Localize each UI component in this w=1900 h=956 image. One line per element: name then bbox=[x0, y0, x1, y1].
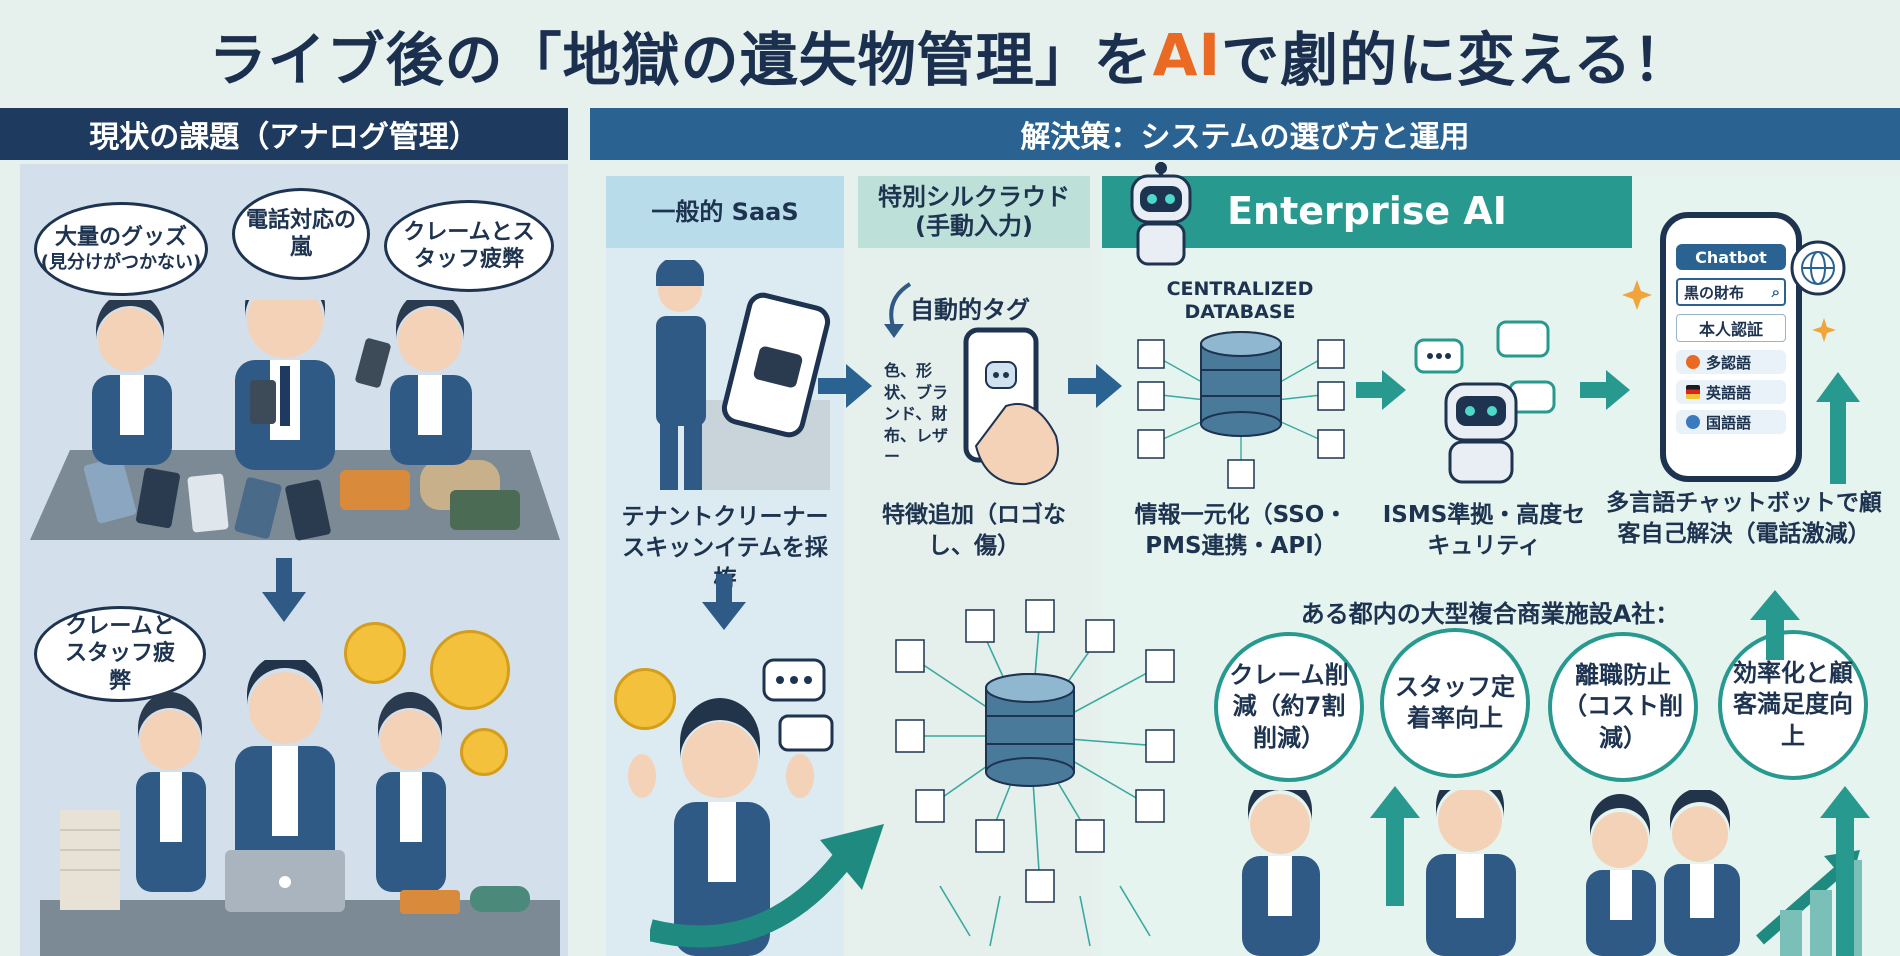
arrow-right-icon bbox=[818, 364, 872, 408]
hotel-network-diagram bbox=[895, 599, 1175, 947]
lang-option-2-label: 英語語 bbox=[1706, 383, 1752, 402]
security-caption: ISMS準拠・高度セキュリティ bbox=[1382, 502, 1586, 560]
smiley-icon bbox=[460, 728, 508, 776]
centralized-database-diagram bbox=[1137, 331, 1345, 489]
result-efficiency: 効率化と顧客満足度向上 bbox=[1718, 630, 1868, 780]
left-section-header: 現状の課題（アナログ管理） bbox=[0, 108, 568, 160]
sparkle-icon bbox=[1622, 280, 1652, 310]
cloud-title-line2: (手動入力) bbox=[915, 212, 1033, 240]
result-turnover-prevention: 離職防止（コスト削減） bbox=[1548, 632, 1698, 782]
calm-staff-illustration bbox=[40, 660, 560, 956]
auto-tag-label: 自動的タグ bbox=[910, 296, 1030, 324]
db-caption: 情報一元化（SSO・PMS連携・API） bbox=[1134, 502, 1348, 560]
lang-option-2[interactable]: 英語語 bbox=[1676, 380, 1786, 404]
smiley-icon bbox=[430, 630, 510, 710]
result-claim-reduction: クレーム削減（約7割削減） bbox=[1214, 632, 1364, 782]
phone-tagging-illustration bbox=[963, 327, 1059, 486]
chatbot-header: Chatbot bbox=[1676, 244, 1786, 270]
title-ai: AI bbox=[1152, 21, 1222, 89]
lang-option-3-label: 国語語 bbox=[1706, 413, 1752, 432]
bubble-claim-bottom: クレームとスタッフ疲弊 bbox=[34, 606, 206, 702]
tag-list: 色、形状、ブランド、財布、レザー bbox=[884, 361, 949, 467]
up-arrow-icon bbox=[1816, 372, 1860, 484]
saas-title: 一般的 SaaS bbox=[606, 176, 844, 248]
title-post: で劇的に変える！ bbox=[1221, 26, 1692, 94]
cloud-title-line1: 特別シルクラウド bbox=[878, 183, 1070, 212]
up-arrow-icon bbox=[1820, 786, 1870, 956]
bubble-goods-sub: (見分けがつかない) bbox=[40, 251, 202, 273]
bubble-goods-main: 大量のグッズ bbox=[54, 225, 187, 250]
chatbot-caption: 多言語チャットボットで顧客自己解決（電話激減） bbox=[1606, 490, 1882, 548]
arrow-right-icon bbox=[1068, 364, 1122, 408]
bubble-phone: 電話対応の嵐 bbox=[232, 188, 370, 280]
saas-down-arrow bbox=[702, 574, 746, 630]
saas-caption: テナントクリーナースキッンイテムを採栫 bbox=[621, 504, 829, 592]
happy-staff-illustration bbox=[628, 658, 834, 956]
lang-option-3[interactable]: 国語語 bbox=[1676, 410, 1786, 434]
flag-icon bbox=[1686, 385, 1700, 399]
bubble-claim-top: クレームとスタッフ疲弊 bbox=[384, 200, 554, 292]
lang-option-1-label: 多認語 bbox=[1706, 353, 1752, 372]
case-title: ある都内の大型複合商業施設A社： bbox=[1300, 600, 1680, 628]
chatbot-search-value: 黒の財布 bbox=[1684, 283, 1745, 302]
left-down-arrow bbox=[262, 558, 306, 622]
globe-icon bbox=[1686, 355, 1700, 369]
smiley-icon bbox=[614, 668, 676, 730]
search-icon: ⌕ bbox=[1771, 283, 1780, 301]
db-label: CENTRALIZED DATABASE bbox=[1166, 278, 1314, 323]
auth-button[interactable]: 本人認証 bbox=[1676, 314, 1786, 342]
lang-option-1[interactable]: 多認語 bbox=[1676, 350, 1786, 374]
bubble-goods: 大量のグッズ(見分けがつかない) bbox=[34, 202, 208, 296]
overwhelmed-staff-illustration bbox=[30, 300, 560, 541]
happy-team-illustration bbox=[1242, 790, 1862, 956]
result-staff-retention: スタッフ定着率向上 bbox=[1380, 628, 1530, 778]
security-robot-illustration bbox=[1414, 320, 1556, 484]
cloud-column bbox=[858, 176, 1090, 956]
up-arrow-icon bbox=[1750, 590, 1800, 660]
smiley-icon bbox=[344, 622, 406, 684]
title-pre: ライブ後の「地獄の遺失物管理」を bbox=[208, 26, 1153, 94]
cloud-caption: 特徴追加（ロゴなし、傷） bbox=[882, 502, 1066, 560]
arrow-right-icon bbox=[1580, 370, 1630, 410]
right-section-header: 解決策：システムの選び方と運用 bbox=[590, 108, 1900, 160]
chatbot-search-input[interactable]: 黒の財布 ⌕ bbox=[1676, 278, 1786, 306]
sparkle-icon bbox=[1812, 318, 1836, 342]
arrow-right-icon bbox=[1356, 370, 1406, 410]
globe-icon bbox=[1686, 415, 1700, 429]
robot-icon bbox=[1130, 162, 1192, 266]
growth-arrow-icon bbox=[650, 824, 884, 948]
globe-icon bbox=[1790, 240, 1846, 296]
cloud-title: 特別シルクラウド(手動入力) bbox=[858, 176, 1090, 248]
saas-cleaner-illustration bbox=[656, 260, 831, 490]
curved-arrow-icon bbox=[884, 282, 912, 338]
up-arrow-icon bbox=[1370, 786, 1420, 906]
